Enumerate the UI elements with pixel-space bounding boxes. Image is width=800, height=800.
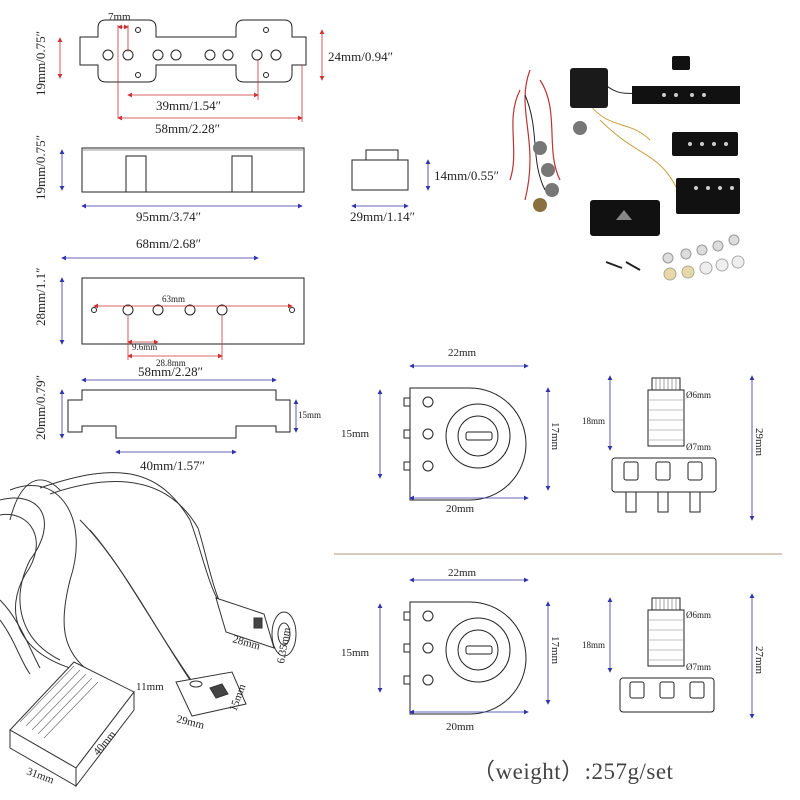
pot-b-width-bottom-label: 20mm <box>446 721 475 733</box>
pot-a-top-view <box>403 387 527 501</box>
battery-clip-width-label: 29mm <box>175 713 206 732</box>
jazz-end-width-label: 29mm/1.14″ <box>350 209 415 224</box>
pbass-inner-label: 63mm <box>162 294 185 304</box>
jazz-pickup-side-view <box>81 147 305 193</box>
pot-b-top-view <box>403 601 527 715</box>
pbass-top-view <box>81 277 305 345</box>
pot-b-height-right-label: 17mm <box>549 636 561 665</box>
pbass-side-dimlines <box>59 377 299 455</box>
pot-b-dimlines <box>377 577 755 719</box>
preamp-sketch <box>9 661 135 788</box>
pbass-side-height-label: 20mm/0.79″ <box>33 375 48 440</box>
pbass-span-label: 28.8mm <box>156 358 186 368</box>
pot-b-width-top-label: 22mm <box>448 567 477 579</box>
pot-a-width-bottom-label: 20mm <box>446 503 475 515</box>
pot-b-side-view <box>619 597 715 713</box>
weight-label: （weight）:257g/set <box>472 759 674 784</box>
pot-b-total-height-label: 27mm <box>753 646 765 675</box>
pbass-top-dimlines <box>59 255 293 360</box>
pot-a-height-right-label: 17mm <box>549 422 561 451</box>
pbass-pickup-photo-1 <box>672 132 738 156</box>
pot-a-dimlines <box>377 363 755 521</box>
jazz-pickup-top-view <box>79 19 307 83</box>
pbass-height-label: 28mm/1.1″ <box>33 268 48 327</box>
pot-a-height-left-label: 15mm <box>341 428 370 440</box>
preamp-height-label: 11mm <box>136 681 164 693</box>
battery-clip-sketch <box>175 671 247 717</box>
pot-b-shaft-d2-label: Ø7mm <box>686 662 711 672</box>
pot-a-shaft-height-label: 18mm <box>582 416 605 426</box>
pbass-length-label: 68mm/2.68″ <box>136 236 201 251</box>
pot-b-shaft-d1-label: Ø6mm <box>686 610 711 620</box>
pbass-pickup-photo-2 <box>676 178 740 214</box>
pbass-base-label: 40mm/1.57″ <box>140 458 205 473</box>
battery-clip-photo <box>672 56 690 70</box>
jazz-top-height-label: 19mm/0.75″ <box>33 31 48 96</box>
preamp-box-photo <box>570 68 608 108</box>
pot-b-shaft-height-label: 18mm <box>582 640 605 650</box>
pot-b-height-left-label: 15mm <box>341 647 370 659</box>
wiring-sketch <box>0 472 237 691</box>
pbass-side-view <box>67 389 291 439</box>
pbass-pole-label: 9.6mm <box>132 342 157 352</box>
pot-a-width-top-label: 22mm <box>448 347 477 359</box>
jazz-right-label: 24mm/0.94″ <box>328 49 393 64</box>
jazz-width-label: 58mm/2.28″ <box>155 121 220 136</box>
jazz-spacing-label: 39mm/1.54″ <box>156 98 221 113</box>
pot-a-side-view <box>611 377 717 513</box>
jazz-end-height-label: 14mm/0.55″ <box>434 168 499 183</box>
jazz-length-label: 95mm/3.74″ <box>136 209 201 224</box>
jazz-side-height-label: 19mm/0.75″ <box>33 135 48 200</box>
jazz-top-dimlines <box>57 24 325 122</box>
output-jack-sketch <box>215 597 297 657</box>
jazz-side-dimlines <box>59 149 431 209</box>
pot-a-shaft-d2-label: Ø7mm <box>686 442 711 452</box>
pbass-side-width-label: 58mm/2.28″ <box>138 364 203 379</box>
pot-a-shaft-d1-label: Ø6mm <box>686 390 711 400</box>
pbass-side-right-label: 15mm <box>298 410 321 420</box>
jazz-pickup-photo-1 <box>632 86 740 104</box>
product-photo <box>509 56 745 281</box>
jazz-7mm-label: 7mm <box>108 11 131 23</box>
jazz-outline <box>79 19 307 83</box>
pot-a-total-height-label: 29mm <box>753 428 765 457</box>
jazz-end-view <box>351 149 409 191</box>
